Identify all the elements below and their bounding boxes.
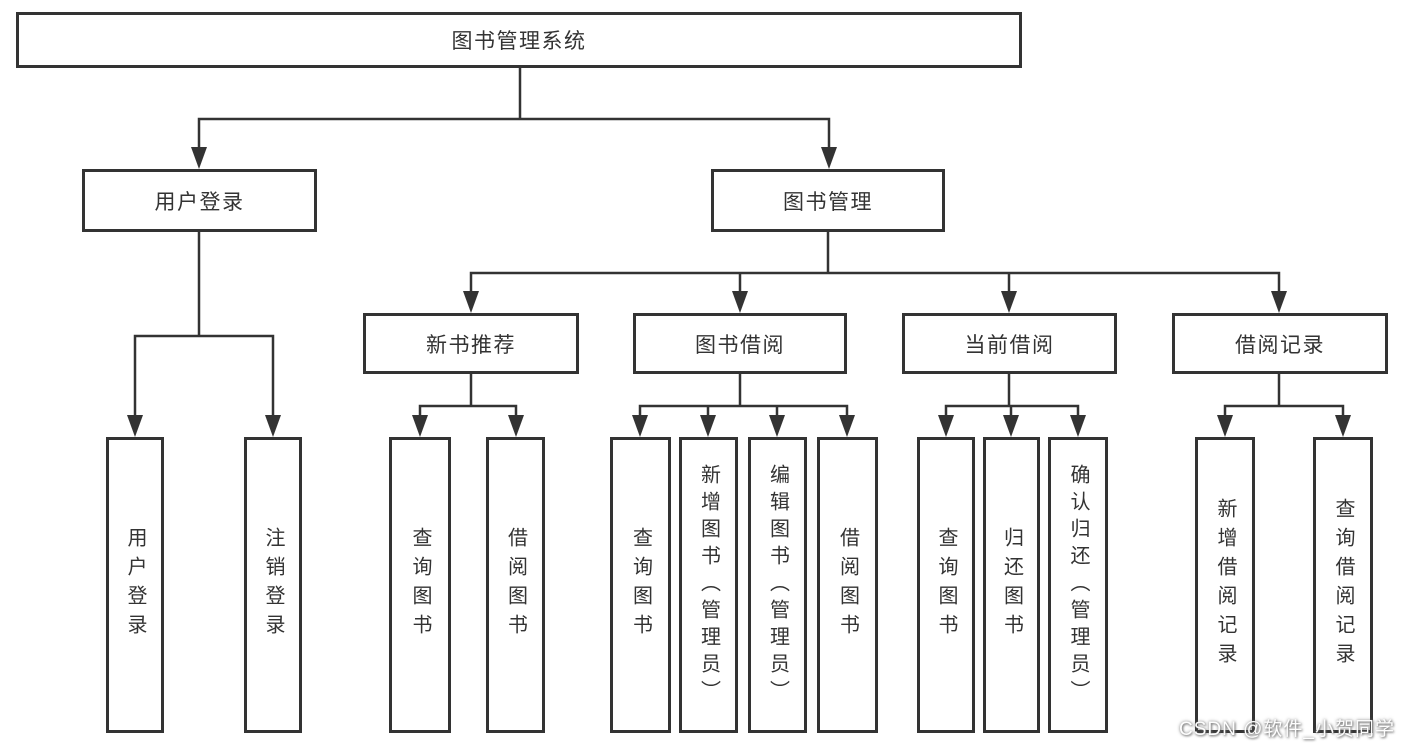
leaf-cb-confirm-return-admin-label: 确认归还（管理员） [1067,463,1089,707]
connector-current-borrowing-to-leaves [938,372,1086,437]
leaf-cb-confirm-return-admin: 确认归还（管理员） [1048,437,1108,733]
connector-book-management-to-level3 [463,230,1287,313]
leaf-logout-login-label: 注销登录 [262,527,284,643]
connector-book-borrowing-to-leaves [632,372,855,437]
node-book-borrowing-label: 图书借阅 [695,333,785,357]
leaf-user-login-label: 用户登录 [124,527,146,643]
leaf-cb-query-books-label: 查询图书 [935,527,957,643]
leaf-br-add-record: 新增借阅记录 [1195,437,1255,733]
leaf-bb-edit-books-admin-label: 编辑图书（管理员） [766,463,789,707]
node-root-label: 图书管理系统 [451,30,587,53]
node-user-login: 用户登录 [82,169,317,232]
leaf-bb-add-books-admin: 新增图书（管理员） [679,437,738,733]
leaf-cb-return-books-label: 归还图书 [1000,527,1023,643]
leaf-cb-return-books: 归还图书 [983,437,1040,733]
leaf-nb-borrow-books: 借阅图书 [486,437,545,733]
leaf-br-query-record: 查询借阅记录 [1313,437,1373,733]
node-book-borrowing: 图书借阅 [633,313,847,374]
leaf-user-login: 用户登录 [106,437,164,733]
node-current-borrowing: 当前借阅 [902,313,1117,374]
node-new-book-recommend-label: 新书推荐 [426,333,516,357]
csdn-watermark: CSDN @软件_小贺同学 [1179,719,1395,740]
leaf-nb-query-books-label: 查询图书 [409,527,431,643]
node-borrow-records: 借阅记录 [1172,313,1388,374]
leaf-cb-query-books: 查询图书 [917,437,975,733]
node-book-management-label: 图书管理 [783,190,873,214]
connector-new-book-recommend-to-leaves [412,372,524,437]
node-current-borrowing-label: 当前借阅 [964,333,1055,357]
leaf-br-add-record-label: 新增借阅记录 [1214,498,1236,672]
leaf-bb-borrow-books-label: 借阅图书 [836,527,859,643]
node-new-book-recommend: 新书推荐 [363,313,579,374]
node-book-management: 图书管理 [711,169,945,232]
leaf-bb-query-books: 查询图书 [610,437,671,733]
leaf-bb-query-books-label: 查询图书 [629,527,652,643]
node-root: 图书管理系统 [16,12,1022,68]
leaf-bb-edit-books-admin: 编辑图书（管理员） [748,437,807,733]
leaf-logout-login: 注销登录 [244,437,302,733]
leaf-bb-borrow-books: 借阅图书 [817,437,878,733]
connector-user-login-to-leaves [127,230,281,437]
leaf-nb-query-books: 查询图书 [389,437,451,733]
connector-root-to-level2 [191,66,837,169]
leaf-nb-borrow-books-label: 借阅图书 [504,527,527,643]
node-borrow-records-label: 借阅记录 [1235,333,1325,357]
leaf-bb-add-books-admin-label: 新增图书（管理员） [697,463,720,707]
node-user-login-label: 用户登录 [154,190,245,214]
leaf-br-query-record-label: 查询借阅记录 [1332,498,1354,672]
connector-borrow-records-to-leaves [1217,372,1351,437]
